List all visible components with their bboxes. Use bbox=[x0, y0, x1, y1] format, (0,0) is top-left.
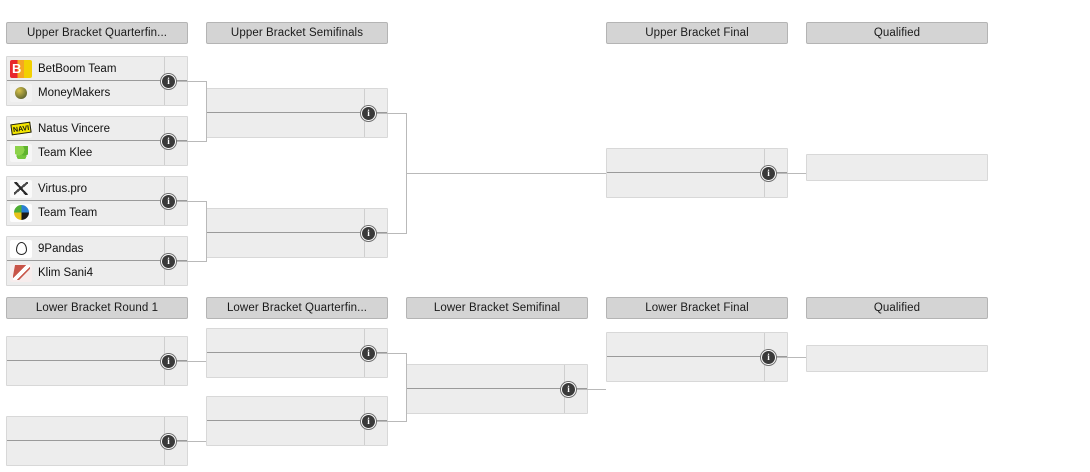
match-row-bottom[interactable] bbox=[207, 421, 387, 445]
round-header-upper-semifinals[interactable]: Upper Bracket Semifinals bbox=[206, 22, 388, 44]
team-name: Virtus.pro bbox=[38, 182, 88, 195]
match-upper-final[interactable] bbox=[606, 148, 788, 198]
match-row-bottom[interactable] bbox=[607, 357, 787, 381]
team-name: Klim Sani4 bbox=[38, 267, 93, 279]
match-info-icon[interactable]: i bbox=[161, 434, 176, 449]
match-row-bottom[interactable] bbox=[7, 441, 187, 465]
match-info-icon[interactable]: i bbox=[161, 134, 176, 149]
round-header-lower-qualified[interactable]: Qualified bbox=[806, 297, 988, 319]
match-upper-qf-4[interactable]: 9Pandas Klim Sani4 bbox=[6, 236, 188, 286]
match-lower-final[interactable] bbox=[606, 332, 788, 382]
connector bbox=[374, 421, 406, 422]
navi-logo bbox=[10, 119, 32, 138]
team-name: MoneyMakers bbox=[38, 87, 111, 99]
match-info-icon[interactable]: i bbox=[361, 346, 376, 361]
match-info-icon[interactable]: i bbox=[161, 254, 176, 269]
connector bbox=[174, 361, 206, 362]
moneymakers-logo bbox=[10, 84, 32, 102]
match-row-top[interactable] bbox=[207, 397, 387, 421]
match-row-top[interactable] bbox=[407, 365, 587, 389]
team-name: BetBoom Team bbox=[38, 62, 117, 75]
team-klee-logo bbox=[10, 144, 32, 162]
match-row-bottom[interactable] bbox=[207, 233, 387, 257]
connector bbox=[374, 233, 406, 234]
match-info-icon[interactable]: i bbox=[761, 350, 776, 365]
match-row-top[interactable] bbox=[807, 155, 987, 180]
connector bbox=[374, 113, 406, 114]
match-row-bottom[interactable]: MoneyMakers bbox=[7, 81, 187, 105]
connector bbox=[574, 389, 606, 390]
slot-lower-qualified[interactable] bbox=[806, 345, 988, 372]
match-row-top[interactable]: 9Pandas bbox=[7, 237, 187, 261]
match-row-top[interactable] bbox=[807, 346, 987, 371]
match-row-top[interactable]: Virtus.pro bbox=[7, 177, 187, 201]
connector bbox=[406, 353, 407, 422]
team-name: Team Klee bbox=[38, 147, 93, 159]
connector bbox=[174, 261, 206, 262]
match-info-icon[interactable]: i bbox=[361, 226, 376, 241]
match-info-icon[interactable]: i bbox=[361, 414, 376, 429]
round-header-upper-quarterfinals[interactable]: Upper Bracket Quarterfin... bbox=[6, 22, 188, 44]
round-header-lower-quarterfinals[interactable]: Lower Bracket Quarterfin... bbox=[206, 297, 388, 319]
match-row-top[interactable] bbox=[607, 333, 787, 357]
connector bbox=[206, 201, 207, 262]
match-row-bottom[interactable] bbox=[7, 361, 187, 385]
9pandas-logo bbox=[10, 239, 32, 258]
match-row-top[interactable] bbox=[207, 89, 387, 113]
team-name: 9Pandas bbox=[38, 242, 84, 255]
match-row-top[interactable]: Natus Vincere bbox=[7, 117, 187, 141]
match-upper-qf-3[interactable]: Virtus.pro Team Team bbox=[6, 176, 188, 226]
round-header-upper-qualified[interactable]: Qualified bbox=[806, 22, 988, 44]
match-row-bottom[interactable] bbox=[407, 389, 587, 413]
round-header-lower-final[interactable]: Lower Bracket Final bbox=[606, 297, 788, 319]
team-team-logo bbox=[10, 204, 32, 222]
connector bbox=[174, 441, 206, 442]
match-upper-sf-1[interactable] bbox=[206, 88, 388, 138]
match-lower-r1-2[interactable] bbox=[6, 416, 188, 466]
match-info-icon[interactable]: i bbox=[161, 354, 176, 369]
team-name: Team Team bbox=[38, 207, 98, 219]
virtus-pro-logo bbox=[10, 179, 32, 198]
match-row-bottom[interactable] bbox=[207, 353, 387, 377]
connector bbox=[206, 81, 207, 142]
match-info-icon[interactable]: i bbox=[561, 382, 576, 397]
round-header-upper-final[interactable]: Upper Bracket Final bbox=[606, 22, 788, 44]
slot-upper-qualified[interactable] bbox=[806, 154, 988, 181]
connector bbox=[406, 173, 606, 174]
round-header-lower-semifinal[interactable]: Lower Bracket Semifinal bbox=[406, 297, 588, 319]
connector bbox=[174, 201, 206, 202]
match-info-icon[interactable]: i bbox=[161, 74, 176, 89]
match-row-bottom[interactable] bbox=[207, 113, 387, 137]
match-row-top[interactable] bbox=[607, 149, 787, 173]
connector bbox=[774, 173, 806, 174]
match-lower-r1-1[interactable] bbox=[6, 336, 188, 386]
match-info-icon[interactable]: i bbox=[361, 106, 376, 121]
team-name: Natus Vincere bbox=[38, 122, 111, 135]
connector bbox=[174, 81, 206, 82]
match-row-top[interactable] bbox=[7, 417, 187, 441]
match-row-top[interactable] bbox=[207, 329, 387, 353]
match-row-bottom[interactable]: Klim Sani4 bbox=[7, 261, 187, 285]
betboom-logo bbox=[10, 59, 32, 78]
match-row-top[interactable] bbox=[207, 209, 387, 233]
round-header-lower-round-1[interactable]: Lower Bracket Round 1 bbox=[6, 297, 188, 319]
match-upper-qf-1[interactable]: BetBoom Team MoneyMakers bbox=[6, 56, 188, 106]
match-row-top[interactable] bbox=[7, 337, 187, 361]
match-row-bottom[interactable] bbox=[607, 173, 787, 197]
connector bbox=[774, 357, 806, 358]
match-row-bottom[interactable]: Team Team bbox=[7, 201, 187, 225]
connector bbox=[174, 141, 206, 142]
match-info-icon[interactable]: i bbox=[161, 194, 176, 209]
connector bbox=[374, 353, 406, 354]
match-info-icon[interactable]: i bbox=[761, 166, 776, 181]
match-lower-qf-1[interactable] bbox=[206, 328, 388, 378]
match-lower-semifinal[interactable] bbox=[406, 364, 588, 414]
match-row-top[interactable]: BetBoom Team bbox=[7, 57, 187, 81]
klim-sani4-logo bbox=[10, 264, 32, 282]
match-upper-sf-2[interactable] bbox=[206, 208, 388, 258]
match-lower-qf-2[interactable] bbox=[206, 396, 388, 446]
match-row-bottom[interactable]: Team Klee bbox=[7, 141, 187, 165]
